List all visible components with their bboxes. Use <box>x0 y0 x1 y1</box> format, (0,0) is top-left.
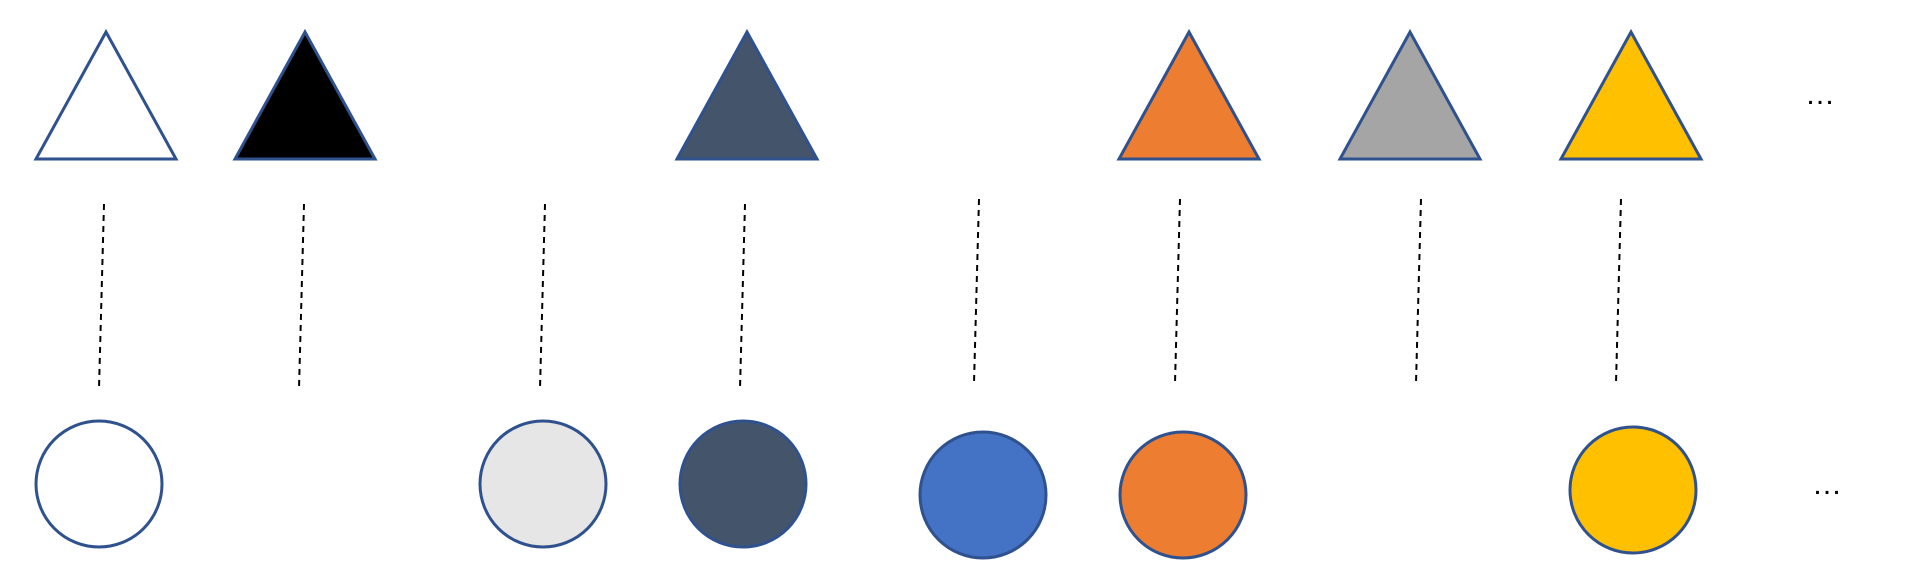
triangle-white <box>33 28 179 161</box>
connector-line <box>739 203 746 389</box>
triangle-gray <box>1337 28 1483 161</box>
bottom-ellipsis: … <box>1812 468 1842 501</box>
triangle-black <box>232 28 378 161</box>
connector-line <box>539 203 546 389</box>
connector-line <box>973 198 980 384</box>
triangle-dark-slate <box>674 28 820 161</box>
circle-dark-slate <box>678 419 808 549</box>
connector-line <box>98 203 105 389</box>
circle-light-gray <box>478 419 608 549</box>
triangle-orange <box>1116 28 1262 161</box>
circle-orange <box>1118 430 1248 560</box>
connector-line <box>1415 198 1422 384</box>
connector-line <box>1615 198 1622 384</box>
connector-line <box>1174 198 1181 384</box>
circle-white <box>34 419 164 549</box>
triangle-row <box>33 28 1704 161</box>
circle-row <box>34 419 1698 560</box>
circle-gold <box>1568 425 1698 555</box>
top-ellipsis: … <box>1805 78 1835 111</box>
triangle-gold <box>1558 28 1704 161</box>
connector-line <box>298 203 305 389</box>
connector-lines <box>98 198 1622 389</box>
circle-blue <box>918 430 1048 560</box>
